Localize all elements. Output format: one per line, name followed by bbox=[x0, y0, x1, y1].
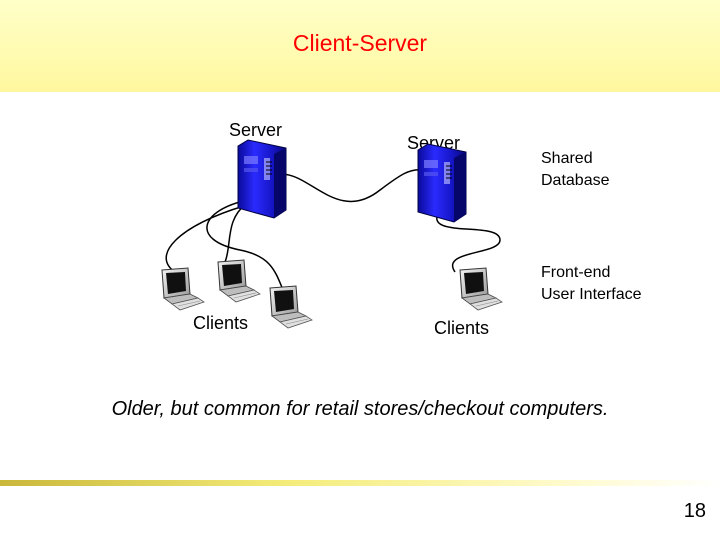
front-end-label: Front-end User Interface bbox=[541, 262, 641, 306]
front-end-line2: User Interface bbox=[541, 286, 642, 303]
page-number: 18 bbox=[683, 500, 706, 522]
shared-database-line2: Database bbox=[541, 172, 610, 189]
footer-divider bbox=[0, 480, 720, 486]
left-client-cable-1 bbox=[206, 199, 284, 291]
left-clients-label: Clients bbox=[193, 313, 249, 333]
right-client-cable bbox=[436, 209, 501, 273]
title-band bbox=[0, 0, 720, 92]
right-clients-label: Clients bbox=[434, 318, 490, 338]
server-icon bbox=[417, 143, 467, 223]
slide-title: Client-Server bbox=[292, 30, 428, 56]
left-server-label: Server bbox=[229, 120, 283, 140]
computer-icon bbox=[459, 267, 503, 311]
computer-icon bbox=[217, 259, 261, 303]
shared-database-label: Shared Database bbox=[541, 148, 610, 192]
computer-icon bbox=[161, 267, 205, 311]
caption: Older, but common for retail stores/chec… bbox=[111, 398, 609, 420]
left-client-cable-3 bbox=[165, 205, 245, 273]
computer-icon bbox=[269, 285, 313, 329]
shared-database-line1: Shared bbox=[541, 150, 593, 167]
server-link-cable bbox=[263, 168, 424, 203]
front-end-line1: Front-end bbox=[541, 264, 611, 281]
server-icon bbox=[237, 139, 287, 219]
left-client-cable-2 bbox=[224, 203, 247, 263]
